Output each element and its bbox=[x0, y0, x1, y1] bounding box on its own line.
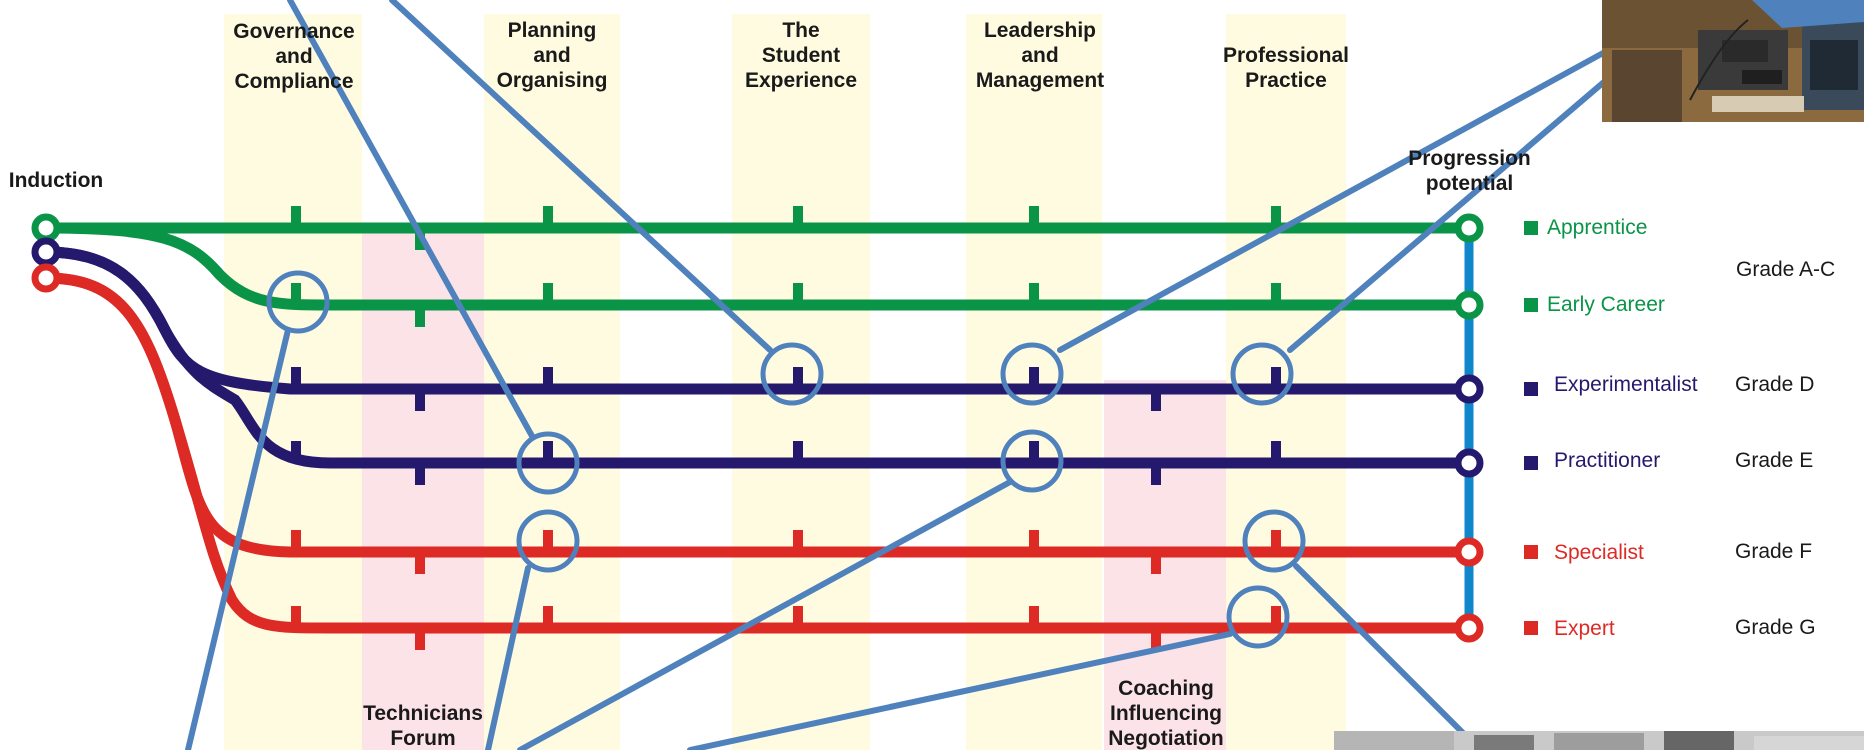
callout-line bbox=[687, 631, 1233, 750]
track-label-experimentalist: Experimentalist bbox=[1554, 373, 1698, 396]
highlight-circle bbox=[760, 342, 824, 406]
track-marker bbox=[1524, 298, 1538, 312]
highlight-circle bbox=[1000, 342, 1064, 406]
track-line-expert bbox=[40, 272, 1475, 634]
highlight-circle bbox=[266, 270, 330, 334]
grade-label-g: Grade G bbox=[1735, 616, 1816, 639]
callout-line bbox=[287, 0, 535, 439]
track-marker bbox=[1524, 221, 1538, 235]
label-progression: Progression potential bbox=[1408, 147, 1531, 195]
label-leadership: Leadership and Management bbox=[975, 19, 1105, 92]
label-coaching: Coaching Influencing Negotiation bbox=[1108, 677, 1224, 750]
callout-line bbox=[485, 565, 531, 750]
label-governance: Governance and Compliance bbox=[233, 20, 355, 93]
callout-line bbox=[1057, 0, 1703, 353]
track-marker bbox=[1524, 382, 1538, 396]
band-coaching bbox=[1104, 380, 1226, 750]
progression-station bbox=[1454, 290, 1484, 320]
track-label-early-career: Early Career bbox=[1547, 293, 1665, 316]
callout-line bbox=[517, 479, 1013, 750]
label-planning: Planning and Organising bbox=[496, 19, 608, 92]
grade-label-e: Grade E bbox=[1735, 449, 1814, 472]
highlight-circle bbox=[1000, 429, 1064, 493]
progression-station bbox=[1454, 213, 1484, 243]
track-line-practitioner bbox=[40, 246, 1475, 469]
highlight-circle bbox=[1226, 585, 1290, 649]
track-label-specialist: Specialist bbox=[1554, 541, 1644, 564]
grade-label-f: Grade F bbox=[1735, 540, 1813, 563]
track-label-apprentice: Apprentice bbox=[1547, 216, 1648, 239]
highlight-circle bbox=[1230, 342, 1294, 406]
label-student: The Student Experience bbox=[744, 19, 858, 92]
progression-station bbox=[1454, 448, 1484, 478]
photo-lab-equipment-image bbox=[1334, 731, 1864, 750]
callout-line bbox=[185, 327, 291, 750]
label-professional: Professional Practice bbox=[1222, 44, 1350, 92]
highlight-circle bbox=[516, 431, 580, 495]
track-marker bbox=[1524, 621, 1538, 635]
callout-line bbox=[389, 0, 773, 353]
highlight-circle bbox=[1242, 509, 1306, 573]
progression-station bbox=[1454, 537, 1484, 567]
callout-line bbox=[1293, 563, 1483, 750]
photo-lab-workstation-image bbox=[1602, 0, 1864, 122]
induction-markers bbox=[31, 213, 61, 293]
grade-label-d: Grade D bbox=[1735, 373, 1815, 396]
track-marker bbox=[1524, 545, 1538, 559]
label-technicians-forum: Technicians Forum bbox=[363, 702, 483, 750]
track-marker bbox=[1524, 456, 1538, 470]
progression-station bbox=[1454, 613, 1484, 643]
track-label-practitioner: Practitioner bbox=[1554, 449, 1661, 472]
highlight-circle bbox=[516, 509, 580, 573]
grade-label-a-c: Grade A-C bbox=[1736, 258, 1836, 281]
progression-station bbox=[1454, 374, 1484, 404]
label-induction: Induction bbox=[8, 169, 104, 192]
track-label-expert: Expert bbox=[1554, 617, 1615, 640]
